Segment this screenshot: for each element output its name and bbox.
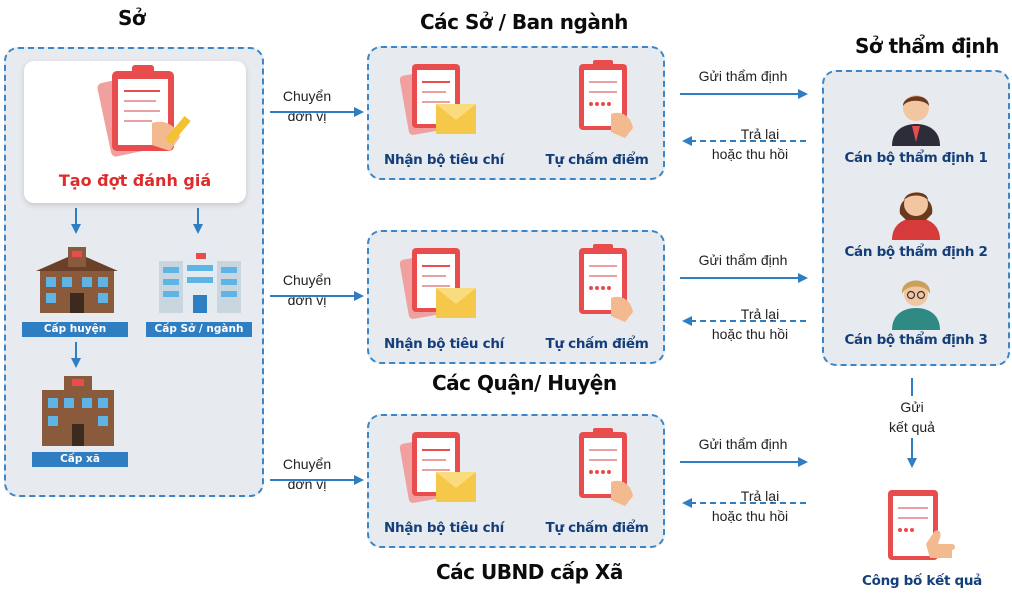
- title-so-ban-nganh: Các Sở / Ban ngành: [420, 10, 628, 34]
- self-score-label: Tự chấm điểm: [545, 336, 649, 352]
- appraiser-avatar-icon: [892, 280, 940, 330]
- title-quan-huyen: Các Quận/ Huyện: [432, 371, 617, 395]
- receive-criteria-label: Nhận bộ tiêu chí: [384, 152, 504, 168]
- publish-result-label: Công bố kết quả: [862, 573, 982, 589]
- appraiser-label: Cán bộ thẩm định 1: [844, 150, 988, 166]
- unit-badge-commune[interactable]: Cấp xã: [32, 452, 128, 467]
- self-score-icon: [579, 60, 633, 138]
- receive-criteria-label: Nhận bộ tiêu chí: [384, 520, 504, 536]
- receive-criteria-icon: [399, 432, 476, 503]
- create-evaluation-card[interactable]: Tạo đợt đánh giá: [24, 61, 246, 203]
- send-appraisal-label: Gửi thẩm định: [698, 68, 788, 84]
- send-appraisal-label: Gửi thẩm định: [698, 252, 788, 268]
- publish-result-icon: [888, 490, 955, 560]
- self-score-label: Tự chấm điểm: [545, 520, 649, 536]
- receive-criteria-icon: [399, 248, 476, 319]
- appraiser-label: Cán bộ thẩm định 2: [844, 244, 988, 260]
- send-result-label: Gửi kết quả: [889, 399, 935, 435]
- receive-criteria-icon: [399, 64, 476, 135]
- return-label-group: Trả lại hoặc thu hồi: [711, 126, 789, 162]
- appraiser-label: Cán bộ thẩm định 3: [844, 332, 988, 348]
- unit-badge-district[interactable]: Cấp huyện: [22, 322, 128, 337]
- appraiser-avatar-icon: [892, 192, 940, 240]
- return-label-group: Trả lại hoặc thu hồi: [711, 488, 789, 524]
- title-so: Sở: [118, 6, 146, 30]
- district-building-icon: [36, 247, 118, 313]
- appraiser-avatar-icon: [892, 95, 940, 146]
- self-score-icon: [579, 244, 633, 322]
- department-building-icon: [159, 251, 241, 313]
- left-arrows: [71, 208, 203, 368]
- commune-building-icon: [42, 376, 114, 446]
- receive-criteria-label: Nhận bộ tiêu chí: [384, 336, 504, 352]
- unit-badge-department[interactable]: Cấp Sở / ngành: [146, 322, 252, 337]
- title-so-tham-dinh: Sở thẩm định: [855, 34, 999, 58]
- clipboard-pen-icon: [97, 65, 191, 157]
- send-appraisal-label: Gửi thẩm định: [698, 436, 788, 452]
- create-evaluation-label: Tạo đợt đánh giá: [58, 171, 212, 190]
- return-label-group: Trả lại hoặc thu hồi: [711, 306, 789, 342]
- self-score-label: Tự chấm điểm: [545, 152, 649, 168]
- self-score-icon: [579, 428, 633, 506]
- title-ubnd-xa: Các UBND cấp Xã: [436, 560, 623, 584]
